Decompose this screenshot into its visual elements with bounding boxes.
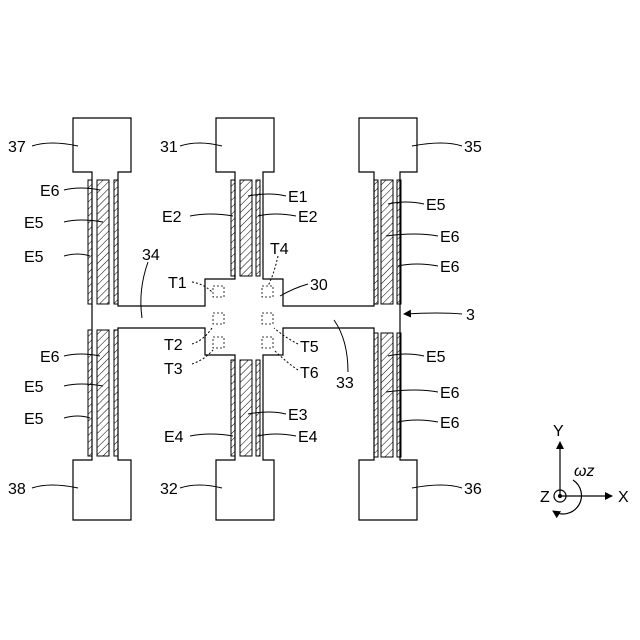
label-pad-32: 32 bbox=[160, 481, 178, 498]
z-axis-label: Z bbox=[540, 489, 550, 506]
label-right-top-e6a: E6 bbox=[440, 229, 460, 246]
electrode-left-top-outer bbox=[88, 180, 92, 304]
omega-z-label: ωz bbox=[574, 463, 594, 480]
electrode-left-bot-inner bbox=[97, 330, 109, 456]
label-left-top-e6: E6 bbox=[40, 183, 60, 200]
t2-marker bbox=[213, 313, 224, 324]
label-right-top-e6b: E6 bbox=[440, 259, 460, 276]
label-pad-37: 37 bbox=[8, 139, 26, 156]
label-right-top-e5: E5 bbox=[426, 197, 446, 214]
label-pad-38: 38 bbox=[8, 481, 26, 498]
label-right-bot-e6a: E6 bbox=[440, 385, 460, 402]
label-e2-right: E2 bbox=[298, 209, 318, 226]
label-e1: E1 bbox=[288, 189, 308, 206]
t3-marker bbox=[213, 337, 224, 348]
label-e2-left: E2 bbox=[162, 209, 182, 226]
x-axis-label: X bbox=[618, 489, 629, 506]
label-e4-left: E4 bbox=[164, 429, 184, 446]
label-t5: T5 bbox=[300, 339, 319, 356]
label-left-top-e5b: E5 bbox=[24, 249, 44, 266]
label-left-bot-e5a: E5 bbox=[24, 379, 44, 396]
label-t6: T6 bbox=[300, 365, 319, 382]
t5-marker bbox=[262, 313, 273, 324]
t4-marker bbox=[262, 286, 273, 297]
t6-marker bbox=[262, 337, 273, 348]
electrode-mid-bot-center bbox=[240, 360, 252, 456]
electrode-mid-bot-left bbox=[231, 360, 235, 456]
electrode-right-bot-left bbox=[374, 333, 378, 457]
label-right-bot-e5: E5 bbox=[426, 349, 446, 366]
electrode-mid-bot-right bbox=[256, 360, 260, 456]
electrode-left-top-right bbox=[114, 180, 118, 304]
label-frame-3: 3 bbox=[466, 307, 475, 324]
label-t3: T3 bbox=[164, 361, 183, 378]
z-axis-dot bbox=[558, 494, 562, 498]
y-axis-label: Y bbox=[553, 423, 564, 440]
electrode-left-top-inner bbox=[97, 180, 109, 304]
label-left-top-e5a: E5 bbox=[24, 215, 44, 232]
label-t1: T1 bbox=[168, 275, 187, 292]
electrode-right-top-right bbox=[397, 180, 401, 304]
electrode-mid-top-center bbox=[240, 180, 252, 276]
electrode-right-bot-right bbox=[397, 333, 401, 457]
electrode-right-top-left bbox=[374, 180, 378, 304]
t1-marker bbox=[213, 286, 224, 297]
label-pad-31: 31 bbox=[160, 139, 178, 156]
label-beam-33: 33 bbox=[336, 375, 354, 392]
label-pad-35: 35 bbox=[464, 139, 482, 156]
electrode-left-bot-right bbox=[114, 330, 118, 456]
label-mass-30: 30 bbox=[310, 277, 328, 294]
label-left-bot-e5b: E5 bbox=[24, 411, 44, 428]
label-beam-34: 34 bbox=[142, 247, 160, 264]
electrode-left-bot-outer bbox=[88, 330, 92, 456]
electrode-right-top-center bbox=[381, 180, 393, 304]
label-e3: E3 bbox=[288, 407, 308, 424]
structure-outline bbox=[73, 118, 417, 520]
label-pad-36: 36 bbox=[464, 481, 482, 498]
electrode-mid-top-left bbox=[231, 180, 235, 276]
frame-arrow bbox=[404, 313, 462, 314]
label-left-bot-e6: E6 bbox=[40, 349, 60, 366]
electrode-right-bot-center bbox=[381, 333, 393, 457]
label-e4-right: E4 bbox=[298, 429, 318, 446]
coordinate-axes: Y X Z ωz bbox=[540, 423, 629, 514]
label-right-bot-e6b: E6 bbox=[440, 415, 460, 432]
rotation-arrow bbox=[553, 480, 581, 514]
label-t4: T4 bbox=[270, 241, 289, 258]
label-t2: T2 bbox=[164, 337, 183, 354]
